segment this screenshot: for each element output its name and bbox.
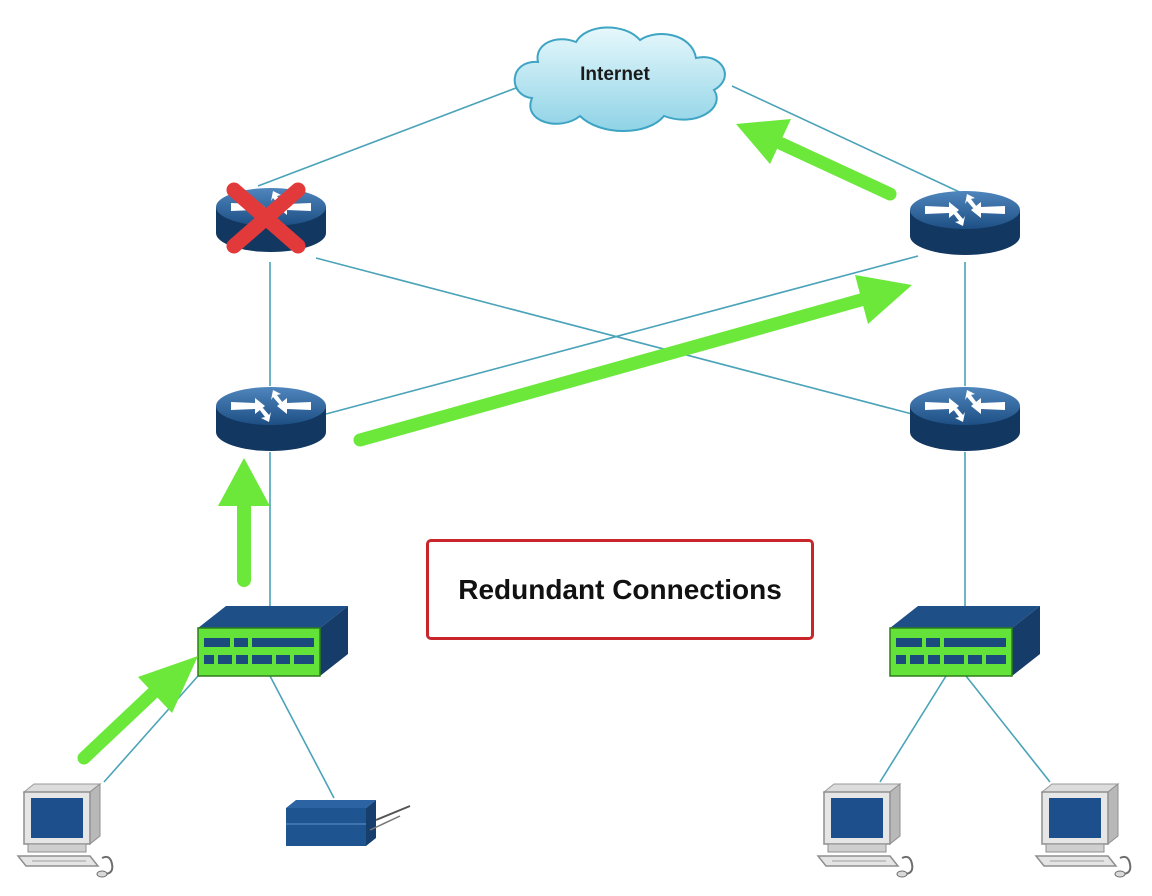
switch-right: [889, 605, 1041, 677]
printer-icon: [286, 800, 411, 846]
traffic-arrow-diagonal: [353, 275, 912, 447]
cloud-icon: [513, 26, 726, 132]
traffic-arrow-pc-to-switch: [77, 656, 198, 765]
router-icon: [910, 387, 1020, 451]
pc-icon: [817, 783, 914, 878]
link-right-switch-pc-left: [879, 675, 947, 783]
router-top-right: [910, 191, 1020, 255]
link-router-mid-left-router-top-right: [325, 255, 919, 415]
network-links: [103, 85, 1051, 799]
traffic-arrow-icon: [77, 683, 163, 765]
router-icon: [216, 387, 326, 451]
link-router-top-left-router-mid-right: [315, 257, 913, 415]
router-mid-right: [910, 387, 1020, 451]
pc-right-1: [817, 783, 914, 878]
pc-icon: [17, 783, 114, 878]
router-icon: [910, 191, 1020, 255]
switch-left: [197, 605, 349, 677]
traffic-path: [77, 119, 912, 765]
failure-mark: [226, 182, 306, 254]
link-internet-router-left: [257, 87, 517, 187]
red-x-icon: [226, 182, 306, 254]
link-internet-router-right: [731, 85, 969, 197]
traffic-arrow-icon: [353, 291, 875, 447]
cloud-label: Internet: [580, 64, 650, 85]
pc-left: [17, 783, 114, 878]
traffic-arrow-icon: [775, 137, 897, 201]
printer: [286, 800, 411, 846]
traffic-arrow-to-internet: [736, 119, 897, 201]
caption-text: Redundant Connections: [458, 573, 782, 605]
link-left-switch-pc: [103, 675, 199, 783]
switch-icon: [889, 605, 1041, 677]
link-left-switch-printer: [269, 675, 335, 799]
switch-icon: [197, 605, 349, 677]
traffic-arrow-switch-to-router: [218, 458, 270, 587]
internet-cloud: Internet: [513, 26, 726, 132]
pc-right-2: [1035, 783, 1132, 878]
caption-box: Redundant Connections: [426, 539, 814, 640]
router-mid-left: [216, 387, 326, 451]
link-right-switch-pc-right: [965, 675, 1051, 783]
pc-icon: [1035, 783, 1132, 878]
